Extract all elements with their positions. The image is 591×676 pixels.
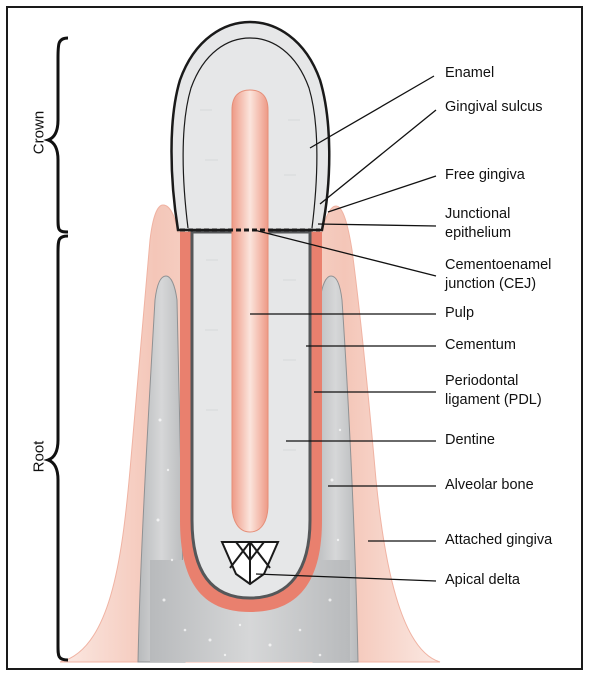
label-gingival-sulcus: Gingival sulcus bbox=[445, 98, 543, 117]
root-region-label: Root bbox=[31, 432, 48, 482]
label-alveolar-bone: Alveolar bone bbox=[445, 476, 534, 495]
crown-brace bbox=[48, 38, 68, 232]
label-attached-gingiva: Attached gingiva bbox=[445, 531, 552, 550]
label-pulp: Pulp bbox=[445, 304, 474, 323]
label-dentine: Dentine bbox=[445, 431, 495, 450]
leader-enamel bbox=[310, 76, 434, 148]
pulp-shape bbox=[232, 90, 268, 532]
label-cej-line1: Cementoenamel bbox=[445, 256, 551, 275]
label-free-gingiva: Free gingiva bbox=[445, 166, 525, 185]
label-junctional-epithelium-line2: epithelium bbox=[445, 224, 511, 243]
crown-region-label: Crown bbox=[31, 108, 48, 158]
label-pdl-line2: ligament (PDL) bbox=[445, 391, 542, 410]
leader-free-gingiva bbox=[328, 176, 436, 212]
label-apical-delta: Apical delta bbox=[445, 571, 520, 590]
label-cej-line2: junction (CEJ) bbox=[445, 275, 536, 294]
label-junctional-epithelium-line1: Junctional bbox=[445, 205, 510, 224]
label-pdl-line1: Periodontal bbox=[445, 372, 518, 391]
label-cementum: Cementum bbox=[445, 336, 516, 355]
leader-gingival-sulcus bbox=[320, 110, 436, 204]
root-brace bbox=[48, 236, 68, 660]
label-enamel: Enamel bbox=[445, 64, 494, 83]
